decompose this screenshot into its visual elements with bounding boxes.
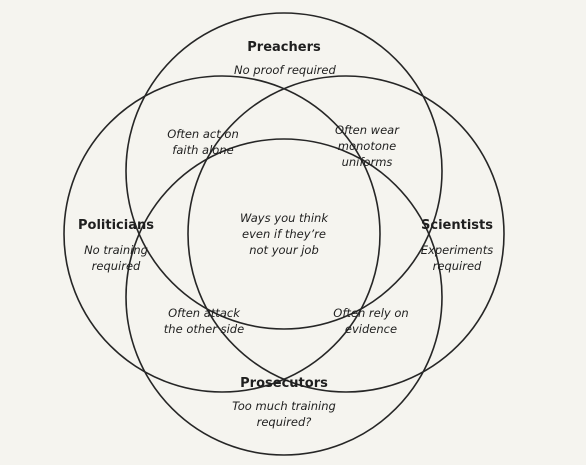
scientists-subtitle-line-2: required — [432, 259, 482, 273]
overlap-preachers-politicians-line-2: faith alone — [172, 143, 234, 157]
overlap-center: Ways you think even if they’re not your … — [229, 210, 339, 258]
scientists-subtitle-line-1: Experiments — [420, 243, 494, 257]
overlap-politicians-prosecutors: Often attack the other side — [146, 305, 262, 337]
preachers-circle — [125, 12, 443, 330]
scientists-title: Scientists — [421, 218, 493, 233]
overlap-center-line-2: even if they’re — [242, 227, 326, 241]
overlap-preachers-politicians-line-1: Often act on — [167, 127, 239, 141]
scientists-circle — [187, 75, 505, 393]
prosecutors-circle — [125, 138, 443, 456]
overlap-preachers-scientists-line-3: uniforms — [341, 155, 393, 169]
politicians-subtitle-line-2: required — [91, 259, 141, 273]
preachers-subtitle: No proof required — [234, 63, 336, 77]
overlap-politicians-prosecutors-line-1: Often attack — [168, 306, 240, 320]
politicians-circle — [63, 75, 381, 393]
overlap-preachers-scientists-line-2: monotone — [337, 139, 397, 153]
prosecutors-subtitle-line-2: required? — [256, 415, 312, 429]
prosecutors-title: Prosecutors — [240, 376, 328, 391]
overlap-scientists-prosecutors-line-2: evidence — [344, 322, 398, 336]
preachers-title: Preachers — [247, 40, 321, 55]
preachers-label: Preachers No proof required — [234, 40, 336, 78]
overlap-preachers-politicians: Often act on faith alone — [148, 126, 258, 158]
prosecutors-subtitle-line-1: Too much training — [232, 399, 336, 413]
politicians-title: Politicians — [78, 218, 154, 233]
overlap-center-line-1: Ways you think — [240, 211, 328, 225]
overlap-preachers-scientists: Often wear monotone uniforms — [312, 122, 422, 170]
overlap-politicians-prosecutors-line-2: the other side — [163, 322, 245, 336]
overlap-center-line-3: not your job — [249, 243, 319, 257]
overlap-preachers-scientists-line-1: Often wear — [335, 123, 399, 137]
overlap-scientists-prosecutors-line-1: Often rely on — [333, 306, 409, 320]
prosecutors-label: Prosecutors Too much training required? — [224, 376, 344, 430]
politicians-label: Politicians No training required — [66, 218, 166, 274]
scientists-label: Scientists Experiments required — [407, 218, 507, 274]
overlap-scientists-prosecutors: Often rely on evidence — [313, 305, 429, 337]
politicians-subtitle-line-1: No training — [84, 243, 148, 257]
